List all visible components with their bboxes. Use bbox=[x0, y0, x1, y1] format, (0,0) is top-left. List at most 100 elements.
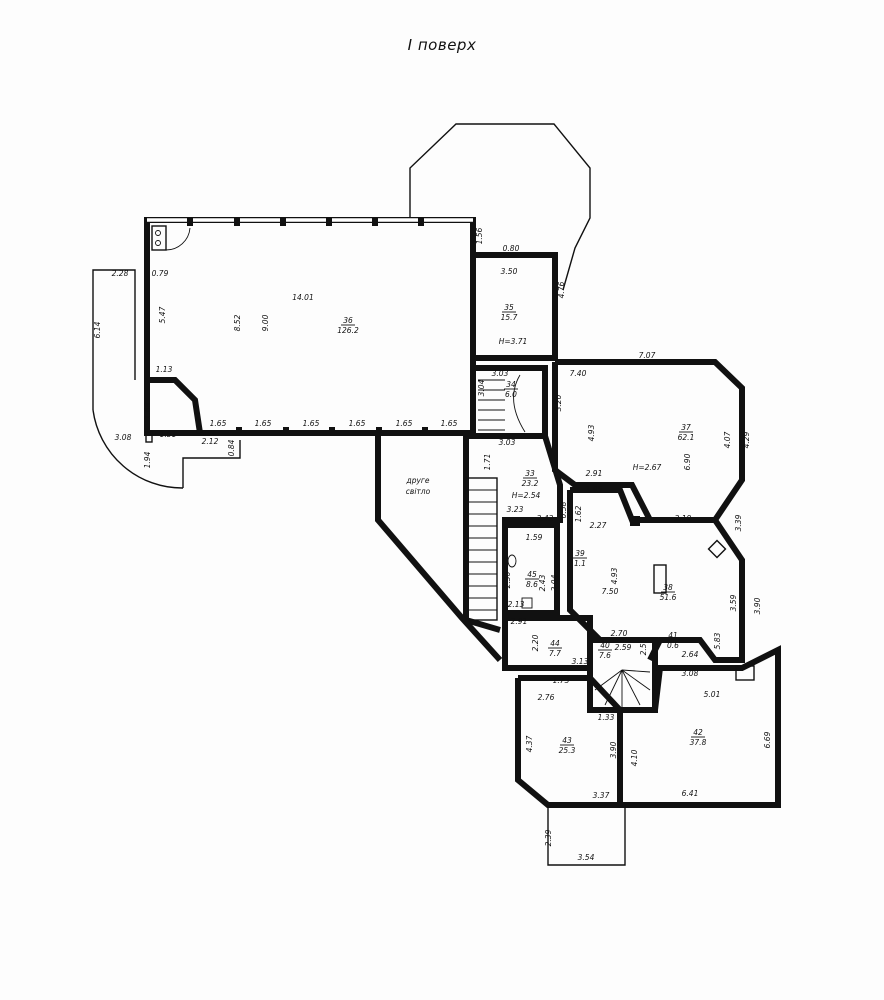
dimension-label: 1.71 bbox=[483, 454, 492, 471]
dimension-label: 2.50 bbox=[639, 638, 648, 655]
room-area: 7.7 bbox=[549, 649, 561, 658]
room-number: 35 bbox=[504, 303, 514, 312]
dimension-label: 3.23 bbox=[507, 505, 524, 514]
room-area: 37.8 bbox=[690, 738, 707, 747]
dimension-label: 1.56 bbox=[475, 227, 484, 244]
room-number: 33 bbox=[525, 469, 535, 478]
dimension-label: 2.19 bbox=[675, 514, 692, 523]
room-number: 41 bbox=[668, 631, 678, 640]
dimension-label: 3.08 bbox=[115, 433, 132, 442]
dimension-label: 2.43 bbox=[538, 574, 547, 591]
dimension-label: 4.93 bbox=[587, 424, 596, 441]
dimension-label: 1.65 bbox=[303, 419, 320, 428]
dimension-label: 3.37 bbox=[593, 791, 610, 800]
dimension-label: 1.65 bbox=[349, 419, 366, 428]
dimension-label: 3.90 bbox=[753, 597, 762, 614]
room-number: 42 bbox=[693, 728, 703, 737]
room-area: 6.0 bbox=[505, 390, 517, 399]
dimension-label: 0.58 bbox=[559, 501, 568, 518]
dimension-label: 1.59 bbox=[526, 533, 543, 542]
dimension-label: 1.94 bbox=[143, 451, 152, 468]
dimension-label: 2.30 bbox=[503, 571, 512, 588]
dimension-label: 2.59 bbox=[615, 643, 632, 652]
dimension-label: 2.42 bbox=[537, 514, 554, 523]
dimension-label: 5.01 bbox=[704, 690, 721, 699]
room-area: 25.3 bbox=[559, 746, 576, 755]
room-number: 45 bbox=[527, 570, 537, 579]
second-light-label: друге bbox=[406, 476, 430, 485]
dimension-label: 8.52 bbox=[233, 314, 242, 331]
room-number: 43 bbox=[562, 736, 572, 745]
dimension-label: 4.07 bbox=[723, 431, 732, 448]
dimension-label: 2.91 bbox=[511, 617, 528, 626]
dimension-label: 4.29 bbox=[742, 431, 751, 448]
dimension-label: 4.76 bbox=[557, 281, 566, 298]
room-number: 40 bbox=[600, 641, 610, 650]
dimension-label: 2.20 bbox=[531, 634, 540, 651]
dimension-label: 1.73 bbox=[553, 676, 570, 685]
dimension-label: 2.28 bbox=[112, 269, 129, 278]
dimension-label: 2.64 bbox=[682, 650, 699, 659]
left-terrace-outline bbox=[92, 269, 136, 410]
dimension-label: 3.59 bbox=[729, 594, 738, 611]
hall-columns bbox=[187, 217, 428, 436]
room-number: 37 bbox=[681, 423, 691, 432]
dimension-label: 5.83 bbox=[713, 632, 722, 649]
room-area: 15.7 bbox=[501, 313, 518, 322]
room-45-walls bbox=[502, 522, 560, 616]
octagon-annex-outline bbox=[409, 123, 591, 291]
room-number: 39 bbox=[575, 549, 585, 558]
dimension-label: 1.65 bbox=[255, 419, 272, 428]
dimension-label: 3.03 bbox=[492, 369, 509, 378]
dimension-label: 14.01 bbox=[292, 293, 313, 302]
diagonal-wall bbox=[375, 433, 503, 663]
dimension-label: 4.93 bbox=[610, 567, 619, 584]
dimension-label: 4.37 bbox=[525, 735, 534, 752]
dimension-label: 3.20 bbox=[554, 394, 563, 411]
corner-fixture bbox=[151, 225, 167, 251]
dimension-label: 7.40 bbox=[570, 369, 587, 378]
room-area: 1.1 bbox=[574, 559, 586, 568]
dimension-labels: 36126.23515.7346.03762.13323.2391.1458.6… bbox=[93, 227, 772, 862]
dimension-label: 6.14 bbox=[93, 321, 102, 338]
dimension-label: 2.70 bbox=[611, 629, 628, 638]
dimension-label: 1.62 bbox=[574, 505, 583, 522]
dimension-label: 3.90 bbox=[609, 741, 618, 758]
dimension-label: 0.84 bbox=[227, 439, 236, 456]
ceiling-height: H=2.54 bbox=[512, 491, 541, 500]
dimension-label: 1.33 bbox=[598, 713, 615, 722]
dimension-label: 0.80 bbox=[503, 244, 520, 253]
room-area: 23.2 bbox=[522, 479, 539, 488]
dimension-label: 1.65 bbox=[441, 419, 458, 428]
room-38-walls bbox=[570, 487, 745, 663]
room-area: 8.6 bbox=[526, 580, 538, 589]
second-light-label: світло bbox=[406, 487, 431, 496]
second-light-stair bbox=[464, 477, 498, 621]
dimension-label: 2.39 bbox=[544, 829, 553, 846]
dimension-label: 2.12 bbox=[202, 437, 219, 446]
dimension-label: 3.54 bbox=[578, 853, 595, 862]
dimension-label: 3.50 bbox=[501, 267, 518, 276]
dimension-label: 1.51 bbox=[160, 430, 177, 439]
dimension-label: 3.39 bbox=[734, 514, 743, 531]
dimension-label: 5.47 bbox=[158, 306, 167, 323]
stair-34-box bbox=[470, 365, 548, 439]
room-42-walls bbox=[620, 645, 781, 808]
south-porch bbox=[547, 805, 626, 866]
room-area: 126.2 bbox=[337, 326, 359, 335]
dimension-label: 7.07 bbox=[639, 351, 656, 360]
dimension-label: 2.91 bbox=[586, 469, 603, 478]
dimension-label: 2.13 bbox=[508, 600, 525, 609]
dimension-label: 1.65 bbox=[210, 419, 227, 428]
dimension-label: 6.90 bbox=[683, 453, 692, 470]
dimension-label: 7.50 bbox=[602, 587, 619, 596]
dimension-label: 3.08 bbox=[682, 669, 699, 678]
ceiling-height: H=3.71 bbox=[499, 337, 528, 346]
left-terrace-arc bbox=[92, 409, 184, 489]
dimension-label: 3.13 bbox=[572, 657, 589, 666]
dimension-label: 1.65 bbox=[396, 419, 413, 428]
dimension-label: 1.13 bbox=[156, 365, 173, 374]
hall-west-bay bbox=[147, 377, 203, 434]
dimension-label: 3.03 bbox=[499, 438, 516, 447]
room-area: 51.6 bbox=[660, 593, 677, 602]
